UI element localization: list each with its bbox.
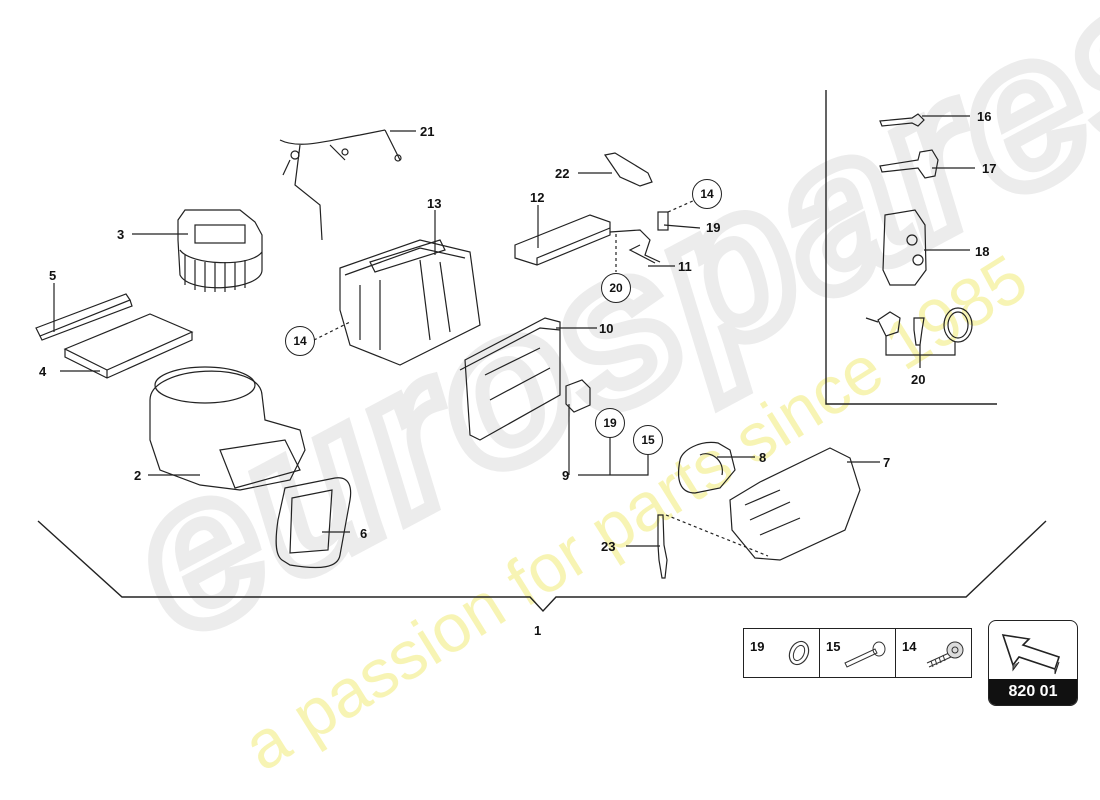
- fastener-legend: 19 15 14: [743, 628, 972, 678]
- circled-ref-15-bracket: 15: [633, 425, 663, 455]
- part-label-12: 12: [530, 190, 545, 205]
- legend-num-14: 14: [902, 639, 917, 654]
- part-label-23: 23: [601, 539, 616, 554]
- view-direction-arrow-icon: [1001, 634, 1061, 675]
- flap-cover-drawing: [677, 441, 736, 494]
- blower-motor-drawing: [177, 209, 263, 292]
- part-label-5: 5: [49, 268, 57, 283]
- part-label-2: 2: [134, 468, 142, 483]
- circled-ref-14-clip: 14: [692, 179, 722, 209]
- actuator-shaft-drawing: [879, 149, 939, 179]
- reference-code: 820 01: [989, 679, 1077, 705]
- part-label-6: 6: [360, 526, 368, 541]
- part-label-17: 17: [982, 161, 997, 176]
- part-label-11: 11: [678, 259, 692, 274]
- distribution-housing-drawing: [729, 447, 861, 561]
- part-label-10: 10: [599, 321, 614, 336]
- part-label-3: 3: [117, 227, 125, 242]
- cabin-filter-drawing: [63, 313, 194, 379]
- heater-box-drawing: [339, 239, 481, 366]
- part-label-7: 7: [883, 455, 891, 470]
- legend-cell-screw: 14: [896, 629, 971, 677]
- heat-exchanger-drawing: [514, 214, 661, 266]
- repair-kit-drawing: [865, 307, 973, 346]
- part-label-21: 21: [420, 124, 435, 139]
- part-label-16: 16: [977, 109, 992, 124]
- part-label-1: 1: [534, 623, 542, 638]
- part-label-19: 19: [706, 220, 721, 235]
- part-label-8: 8: [759, 450, 767, 465]
- blower-housing-drawing: [149, 366, 306, 491]
- seal-frame-drawing: [275, 477, 352, 569]
- filter-cover-drawing: [35, 293, 133, 341]
- legend-num-15: 15: [826, 639, 841, 654]
- part-label-22: 22: [555, 166, 570, 181]
- circled-ref-20-heat-exchanger: 20: [601, 273, 631, 303]
- part-label-4: 4: [39, 364, 47, 379]
- legend-cell-washer: 19: [744, 629, 820, 677]
- wiring-harness-drawing: [279, 129, 402, 241]
- legend-num-19: 19: [750, 639, 765, 654]
- actuator-shaft-small-drawing: [879, 113, 925, 127]
- bolt-icon: [844, 641, 886, 668]
- bracket-drawing: [565, 379, 591, 413]
- part-label-18: 18: [975, 244, 990, 259]
- part-label-13: 13: [427, 196, 442, 211]
- clip-drawing: [657, 211, 669, 231]
- part-label-9: 9: [562, 468, 570, 483]
- sensor-drawing: [657, 514, 668, 579]
- cover-drawing: [603, 152, 653, 187]
- evaporator-drawing: [459, 317, 561, 441]
- screw-icon: [926, 641, 964, 668]
- part-label-20: 20: [911, 372, 926, 387]
- servo-motor-drawing: [882, 209, 927, 286]
- circled-ref-19-bracket: 19: [595, 408, 625, 438]
- circled-ref-14-heater-box: 14: [285, 326, 315, 356]
- washer-icon: [788, 640, 810, 666]
- legend-cell-bolt: 15: [820, 629, 896, 677]
- reference-code-box: 820 01: [988, 620, 1078, 706]
